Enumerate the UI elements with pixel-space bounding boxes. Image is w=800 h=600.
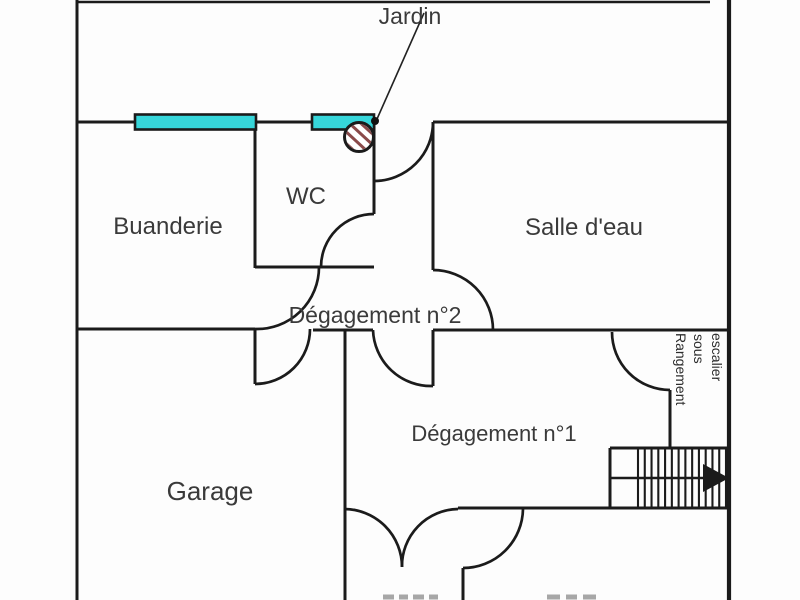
- closet-door-arc: [610, 331, 671, 392]
- interior-walls: [77, 122, 728, 600]
- closet-label: escalier sous Rangement: [673, 333, 725, 405]
- exterior-walls: [75, 0, 732, 600]
- label-degagement-1: Dégagement n°1: [411, 421, 576, 446]
- right-arrow-icon: [703, 464, 729, 492]
- jardin-leader-line: [376, 12, 425, 120]
- degagement-door-arc: [371, 329, 434, 388]
- hatched-circle-icon: [343, 121, 375, 153]
- label-garage: Garage: [167, 476, 254, 506]
- salle-eau-door-arc: [432, 268, 495, 331]
- label-closet-line1: escalier: [709, 333, 725, 382]
- bottom-room-door-arc: [462, 508, 525, 570]
- garden-door-arc: [373, 121, 435, 183]
- label-closet-line2: sous: [691, 334, 707, 364]
- doors: [253, 121, 671, 570]
- label-closet-line3: Rangement: [673, 333, 689, 405]
- garage-door-arc: [254, 328, 312, 386]
- window-buanderie: [133, 113, 258, 131]
- double-door-right-arc: [400, 507, 459, 568]
- jardin-leader-dot: [371, 117, 379, 125]
- label-buanderie: Buanderie: [113, 213, 222, 240]
- windows: [133, 113, 376, 131]
- staircase: [608, 446, 729, 510]
- label-salle-deau: Salle d'eau: [525, 214, 643, 241]
- label-degagement-2: Dégagement n°2: [289, 302, 462, 328]
- buanderie-door-arc: [254, 266, 321, 331]
- room-labels: Jardin WC Buanderie Salle d'eau Dégageme…: [113, 3, 643, 506]
- garden-access: [343, 12, 425, 153]
- label-wc: WC: [286, 183, 326, 210]
- wc-door-arc: [319, 212, 375, 268]
- double-door-left-arc: [343, 507, 404, 568]
- label-jardin: Jardin: [379, 3, 442, 29]
